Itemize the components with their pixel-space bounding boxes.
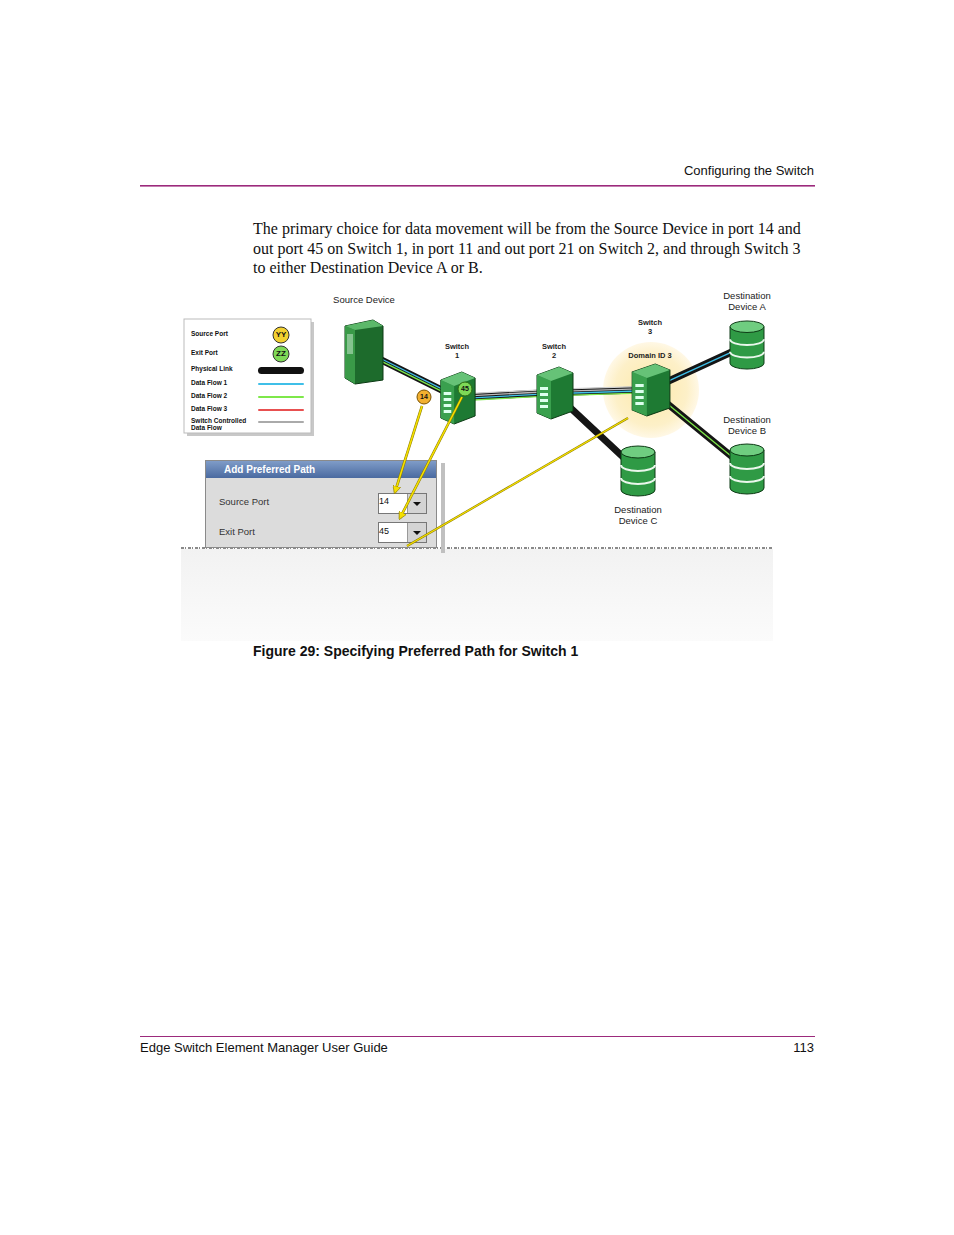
data-flow-line bbox=[375, 358, 445, 393]
link-line bbox=[376, 357, 446, 392]
link-line bbox=[662, 399, 737, 460]
node-label: Switch 2 bbox=[539, 342, 569, 360]
legend-text: Data Flow 1 bbox=[191, 379, 251, 386]
dropdown-arrow bbox=[408, 523, 426, 542]
disk-node: Destination Device C bbox=[620, 445, 656, 497]
dropdown-arrow bbox=[408, 494, 426, 513]
switch-icon bbox=[533, 365, 575, 420]
leader-line bbox=[395, 406, 422, 492]
physical-link bbox=[566, 403, 629, 461]
legend-symbol-text: YY bbox=[271, 330, 291, 340]
physical-link bbox=[468, 390, 543, 400]
field-value: 45 bbox=[379, 526, 389, 536]
node-label: Destination Device C bbox=[602, 504, 674, 526]
storage-icon bbox=[729, 320, 765, 370]
legend-text: Data Flow 2 bbox=[191, 392, 251, 399]
node-label: Destination Device B bbox=[711, 414, 783, 436]
figure-caption: Figure 29: Specifying Preferred Path for… bbox=[253, 643, 578, 659]
legend-text: Exit Port bbox=[191, 349, 251, 356]
legend-box bbox=[184, 319, 311, 433]
leader-line bbox=[407, 418, 628, 546]
dropdown-button bbox=[407, 523, 426, 542]
data-flow-line bbox=[376, 356, 446, 391]
physical-link bbox=[662, 350, 737, 384]
header-rule bbox=[140, 185, 815, 187]
data-flow-line bbox=[566, 393, 638, 395]
data-flow-line bbox=[662, 350, 737, 384]
leader-line bbox=[400, 397, 462, 518]
page-number: 113 bbox=[793, 1040, 814, 1055]
server-node: Source Device bbox=[343, 318, 385, 385]
switch-node: Switch 2 bbox=[533, 365, 575, 420]
callout-number: 14 bbox=[414, 392, 434, 402]
legend-text: Switch Controlled Data Flow bbox=[191, 417, 251, 431]
node-label: Source Device bbox=[329, 294, 399, 305]
switch-icon bbox=[628, 362, 672, 417]
physical-link bbox=[565, 387, 638, 396]
legend-swatch bbox=[258, 396, 304, 398]
link-line bbox=[662, 350, 737, 384]
field-value: 14 bbox=[379, 496, 389, 506]
switch-icon bbox=[437, 370, 477, 425]
disk-node: Destination Device B bbox=[729, 443, 765, 495]
switch-node: Switch 1 bbox=[437, 370, 477, 425]
leader-line bbox=[407, 418, 628, 546]
dialog-shadow bbox=[441, 463, 445, 553]
footer-rule bbox=[140, 1036, 815, 1037]
server-icon bbox=[343, 318, 385, 385]
node-label: Switch 3 bbox=[635, 318, 665, 336]
switch-node: Switch 3Domain ID 3 bbox=[628, 362, 672, 417]
storage-icon bbox=[620, 445, 656, 497]
legend-swatch bbox=[258, 383, 304, 385]
body-paragraph: The primary choice for data movement wil… bbox=[253, 219, 813, 278]
dropdown-button bbox=[407, 494, 426, 513]
legend-text: Source Port bbox=[191, 330, 251, 337]
data-flow-line bbox=[662, 399, 737, 460]
field-label: Source Port bbox=[219, 496, 269, 507]
leader-line bbox=[395, 406, 422, 492]
node-label: Add Preferred Path bbox=[224, 463, 315, 476]
field-label: Exit Port bbox=[219, 526, 255, 537]
legend-swatch bbox=[258, 409, 304, 411]
node-label: Destination Device A bbox=[711, 290, 783, 312]
node-label: Switch 1 bbox=[442, 342, 472, 360]
disk-node: Destination Device A bbox=[729, 320, 765, 370]
leader-line bbox=[400, 397, 462, 518]
storage-icon bbox=[729, 443, 765, 495]
physical-link bbox=[375, 356, 446, 393]
legend-swatch bbox=[258, 367, 304, 374]
link-line bbox=[566, 403, 629, 461]
data-flow-line bbox=[468, 396, 542, 400]
legend-symbol-text: ZZ bbox=[271, 349, 291, 359]
legend-text: Data Flow 3 bbox=[191, 405, 251, 412]
running-header: Configuring the Switch bbox=[684, 163, 814, 178]
callout-number: 45 bbox=[455, 384, 475, 394]
physical-link bbox=[662, 399, 737, 460]
node-label: Domain ID 3 bbox=[615, 351, 685, 360]
legend-text: Physical Link bbox=[191, 365, 251, 372]
running-footer: Edge Switch Element Manager User Guide bbox=[140, 1040, 388, 1055]
legend-swatch bbox=[258, 421, 304, 423]
torn-area bbox=[181, 549, 773, 641]
